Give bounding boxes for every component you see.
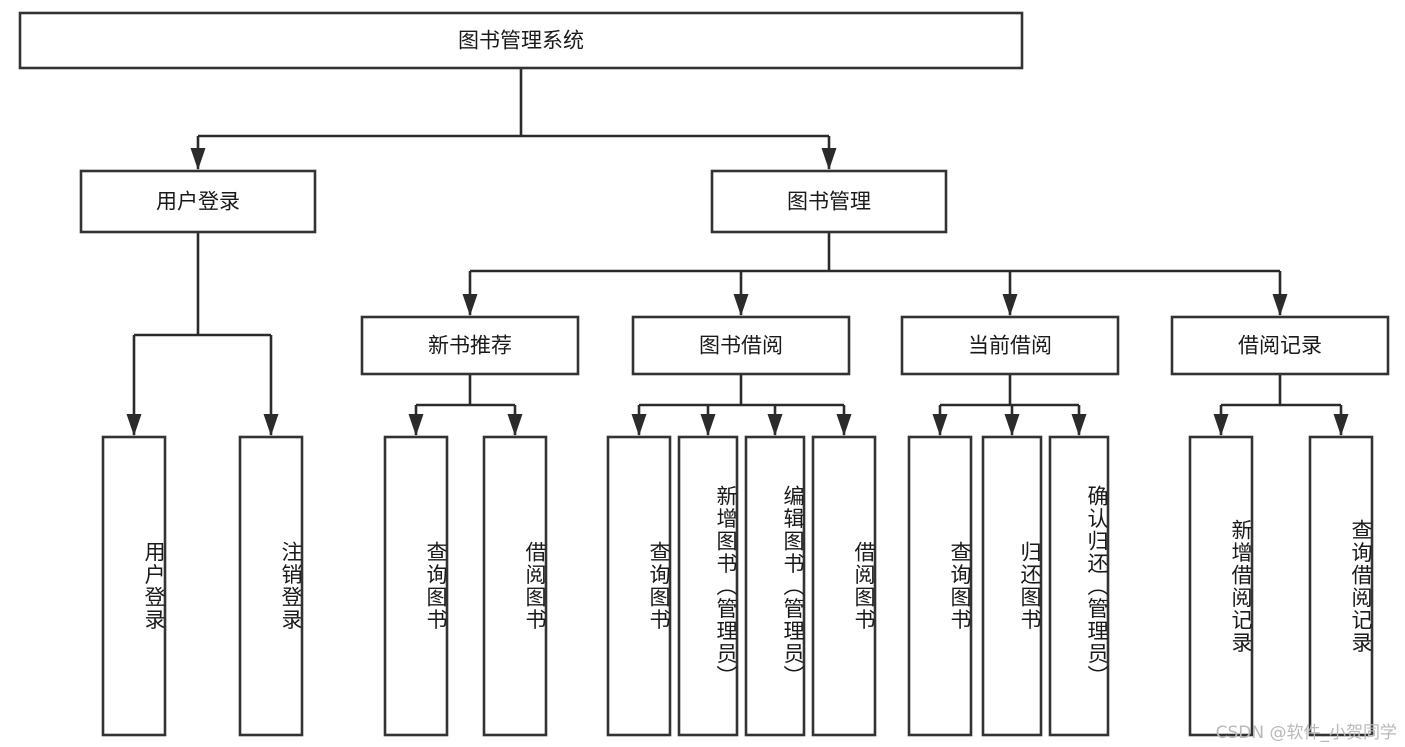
root-node-label: 图书管理系统 (458, 29, 584, 53)
arrow-head-icon (1333, 414, 1349, 436)
leaf-node-6[interactable] (744, 435, 806, 737)
level2-node-label-0: 新书推荐 (428, 334, 512, 358)
arrow-head-icon (631, 414, 647, 436)
level2-node-label-1: 图书借阅 (699, 334, 783, 358)
level2-node-label-2: 当前借阅 (968, 334, 1052, 358)
leaf-node-11[interactable] (1188, 435, 1254, 737)
level1-node-label-1: 图书管理 (787, 190, 871, 214)
arrow-head-icon (932, 414, 948, 436)
arrow-head-icon (408, 414, 424, 436)
level2-node-1[interactable] (631, 315, 851, 376)
leaf-node-4[interactable] (606, 435, 672, 737)
arrow-head-icon (1004, 414, 1020, 436)
arrow-head-icon (190, 148, 206, 170)
level1-node-label-0: 用户登录 (156, 190, 240, 214)
arrow-head-icon (1272, 294, 1288, 316)
arrow-head-icon (821, 148, 837, 170)
level1-node-1[interactable] (710, 169, 948, 234)
arrow-head-icon (1002, 294, 1018, 316)
arrow-head-icon (462, 294, 478, 316)
arrow-head-icon (700, 414, 716, 436)
csdn-watermark: CSDN @软件_小贺同学 (1215, 723, 1397, 743)
arrow-head-icon (263, 414, 279, 436)
level2-node-0[interactable] (360, 315, 580, 376)
connectors-layer (126, 68, 1349, 436)
level2-node-3[interactable] (1170, 315, 1390, 376)
arrow-head-icon (126, 414, 142, 436)
leaf-node-7[interactable] (811, 435, 877, 737)
leaf-node-10[interactable] (1048, 435, 1110, 737)
arrow-head-icon (1071, 414, 1087, 436)
arrow-head-icon (507, 414, 523, 436)
leaf-node-5[interactable] (677, 435, 739, 737)
leaf-node-12[interactable] (1308, 435, 1374, 737)
arrow-head-icon (767, 414, 783, 436)
arrow-head-icon (733, 294, 749, 316)
leaf-node-8[interactable] (907, 435, 973, 737)
leaf-node-2[interactable] (383, 435, 449, 737)
leaf-node-9[interactable] (981, 435, 1043, 737)
root-node-book-management-system[interactable] (18, 11, 1024, 70)
arrow-head-icon (836, 414, 852, 436)
boxes-layer (18, 11, 1390, 737)
level2-node-label-3: 借阅记录 (1238, 334, 1322, 358)
leaf-node-3[interactable] (482, 435, 548, 737)
leaf-node-0[interactable] (101, 435, 167, 737)
level2-node-2[interactable] (900, 315, 1120, 376)
leaf-node-1[interactable] (238, 435, 304, 737)
arrow-head-icon (1213, 414, 1229, 436)
level1-node-0[interactable] (79, 169, 317, 234)
